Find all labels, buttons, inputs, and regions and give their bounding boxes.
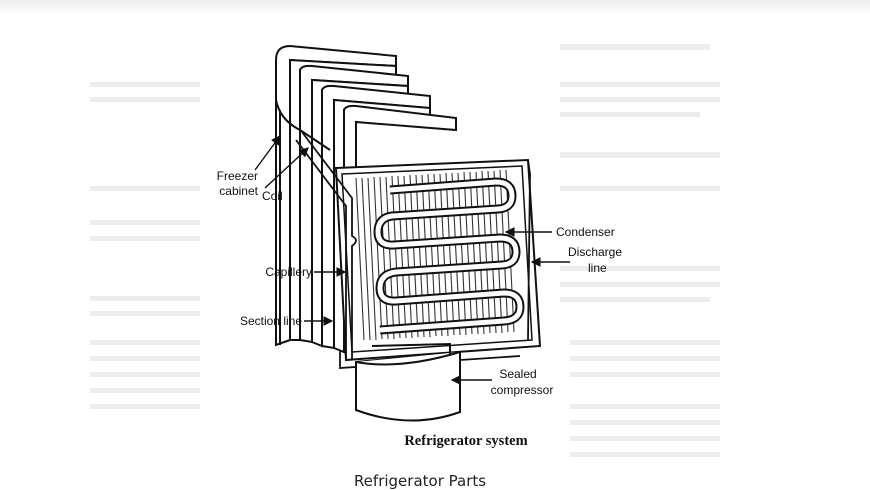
figure-title: Refrigerator system bbox=[404, 433, 527, 449]
label-compressor-line1: Sealed bbox=[499, 367, 536, 381]
coil-leader bbox=[264, 147, 309, 189]
condenser-coil bbox=[373, 177, 525, 335]
discharge-line-pipe bbox=[527, 159, 531, 341]
refrigerator-diagram: Freezer cabinet Coil Capillery Section l… bbox=[90, 44, 720, 457]
sealed-compressor bbox=[355, 342, 461, 422]
freezer-cabinet bbox=[275, 60, 331, 345]
figure-caption: Refrigerator Parts bbox=[353, 472, 487, 490]
label-discharge-line2: line bbox=[588, 261, 607, 275]
label-condenser: Condenser bbox=[556, 225, 615, 239]
label-coil: Coil bbox=[262, 189, 283, 203]
label-section-line: Section line bbox=[240, 314, 302, 328]
background-page-text bbox=[90, 44, 720, 457]
label-freezer-line1: Freezer bbox=[217, 169, 258, 183]
leader-lines bbox=[254, 135, 570, 385]
label-discharge-line1: Discharge bbox=[568, 245, 622, 259]
label-compressor-line2: compressor bbox=[491, 383, 554, 397]
label-freezer-line2: cabinet bbox=[219, 184, 258, 198]
label-capillery: Capillery bbox=[265, 265, 312, 279]
diagram-svg: Freezer cabinet Coil Capillery Section l… bbox=[90, 44, 720, 457]
top-shadow-bar bbox=[0, 0, 870, 14]
freezer-leader bbox=[254, 135, 281, 171]
